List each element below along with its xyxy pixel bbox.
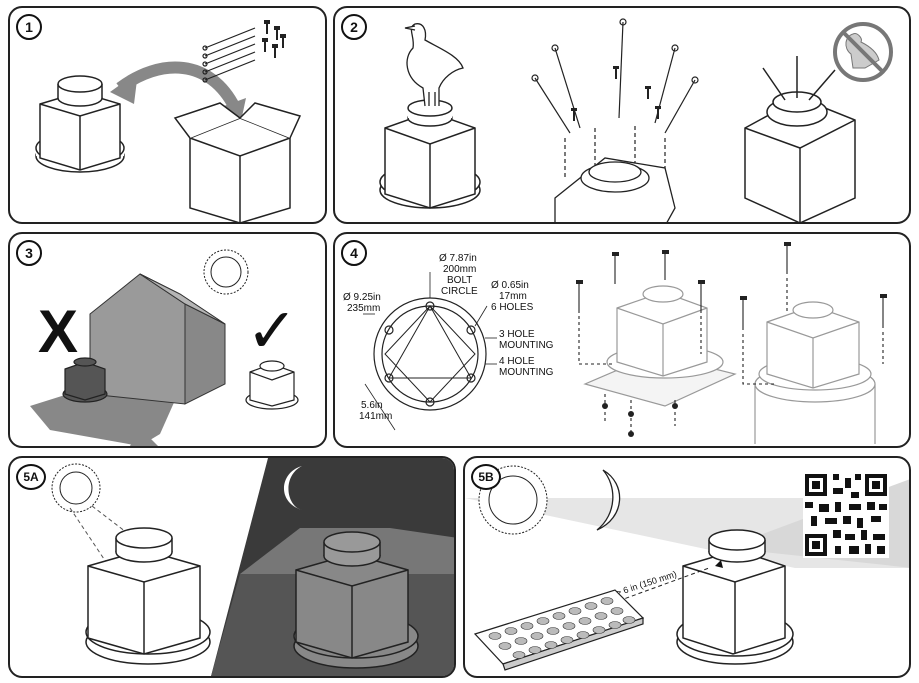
four-hole-line2: MOUNTING bbox=[499, 367, 554, 378]
shadowed-unit bbox=[62, 357, 108, 403]
night-unit bbox=[293, 531, 419, 669]
incorrect-mark: X bbox=[38, 298, 78, 365]
step-number-badge: 1 bbox=[16, 14, 42, 40]
hole-diameter-label: Ø 0.65in bbox=[491, 280, 529, 291]
step-number-badge: 4 bbox=[341, 240, 367, 266]
day-night-illustration bbox=[51, 458, 454, 676]
unit-with-bird bbox=[379, 99, 481, 209]
bolt-label-line1: BOLT bbox=[447, 275, 472, 286]
moon-icon bbox=[596, 469, 621, 531]
bolt-circle-diagram bbox=[363, 272, 497, 431]
spacing-mm-label: 141mm bbox=[359, 411, 392, 422]
unit-top-closeup bbox=[554, 157, 676, 222]
distance-label: > 6 in (150 mm) bbox=[615, 569, 678, 598]
bird-deterrent-illustration bbox=[379, 18, 893, 222]
bolt-heads bbox=[576, 250, 705, 437]
bolt-through-mount bbox=[583, 285, 737, 407]
panel-step-2: 2 bbox=[333, 6, 911, 224]
three-hole-line1: 3 HOLE bbox=[499, 329, 535, 340]
outer-mm-label: 235mm bbox=[347, 303, 380, 314]
moon-icon bbox=[283, 466, 302, 510]
step-number-badge: 5B bbox=[471, 464, 501, 490]
lag-screw-mount bbox=[754, 301, 876, 444]
no-bird-icon bbox=[833, 22, 893, 82]
spacing-in-label: 5.6in bbox=[361, 400, 383, 411]
step-number-badge: 3 bbox=[16, 240, 42, 266]
bolt-label-line2: CIRCLE bbox=[441, 286, 478, 297]
shipping-box bbox=[173, 102, 302, 222]
day-unit bbox=[85, 527, 211, 665]
panel-step-4: 4 Ø 7.87in 200mm BOLT CIRCLE Ø 9.25in 23… bbox=[333, 232, 911, 448]
correct-mark: ✓ bbox=[246, 294, 298, 367]
panel-step-3: 3 X ✓ bbox=[8, 232, 327, 448]
sun-icon bbox=[478, 465, 548, 535]
panel-step-5a: 5A bbox=[8, 456, 456, 678]
mounting-hardware bbox=[202, 27, 256, 83]
qr-code-icon bbox=[803, 472, 889, 558]
spike-screws bbox=[571, 66, 661, 121]
outer-diameter-label: Ø 9.25in bbox=[343, 292, 381, 303]
four-hole-line1: 4 HOLE bbox=[499, 356, 535, 367]
lag-screw-heads bbox=[740, 242, 887, 300]
sunlit-unit bbox=[245, 360, 299, 410]
remote-buttons bbox=[488, 597, 636, 659]
sun-icon bbox=[203, 249, 249, 295]
unit-with-spikes bbox=[744, 56, 856, 222]
screws bbox=[262, 20, 286, 58]
step-number-badge: 2 bbox=[341, 14, 367, 40]
sun-icon bbox=[51, 463, 101, 513]
panel-step-1: 1 bbox=[8, 6, 327, 224]
lag-screws bbox=[742, 246, 884, 385]
bolt-circle-diameter-label: Ø 7.87in bbox=[439, 253, 477, 264]
hole-count-label: 6 HOLES bbox=[491, 302, 534, 313]
signal-path bbox=[598, 567, 710, 609]
light-unit bbox=[676, 529, 794, 665]
step-number-badge: 5A bbox=[16, 464, 46, 490]
placement-illustration: X ✓ bbox=[30, 249, 299, 446]
obstruction-light-unit bbox=[35, 75, 125, 173]
bolt-circle-mm-label: 200mm bbox=[443, 264, 476, 275]
hole-mm-label: 17mm bbox=[499, 291, 527, 302]
remote-control-illustration: > 6 in (150 mm) bbox=[465, 465, 909, 671]
panel-step-5b: 5B bbox=[463, 456, 911, 678]
three-hole-line2: MOUNTING bbox=[499, 340, 554, 351]
mounting-diagram: Ø 7.87in 200mm BOLT CIRCLE Ø 9.25in 235m… bbox=[343, 242, 887, 444]
unboxing-illustration bbox=[35, 20, 302, 222]
house bbox=[89, 273, 226, 405]
exploded-spikes bbox=[531, 18, 699, 178]
seagull-icon bbox=[404, 23, 464, 107]
